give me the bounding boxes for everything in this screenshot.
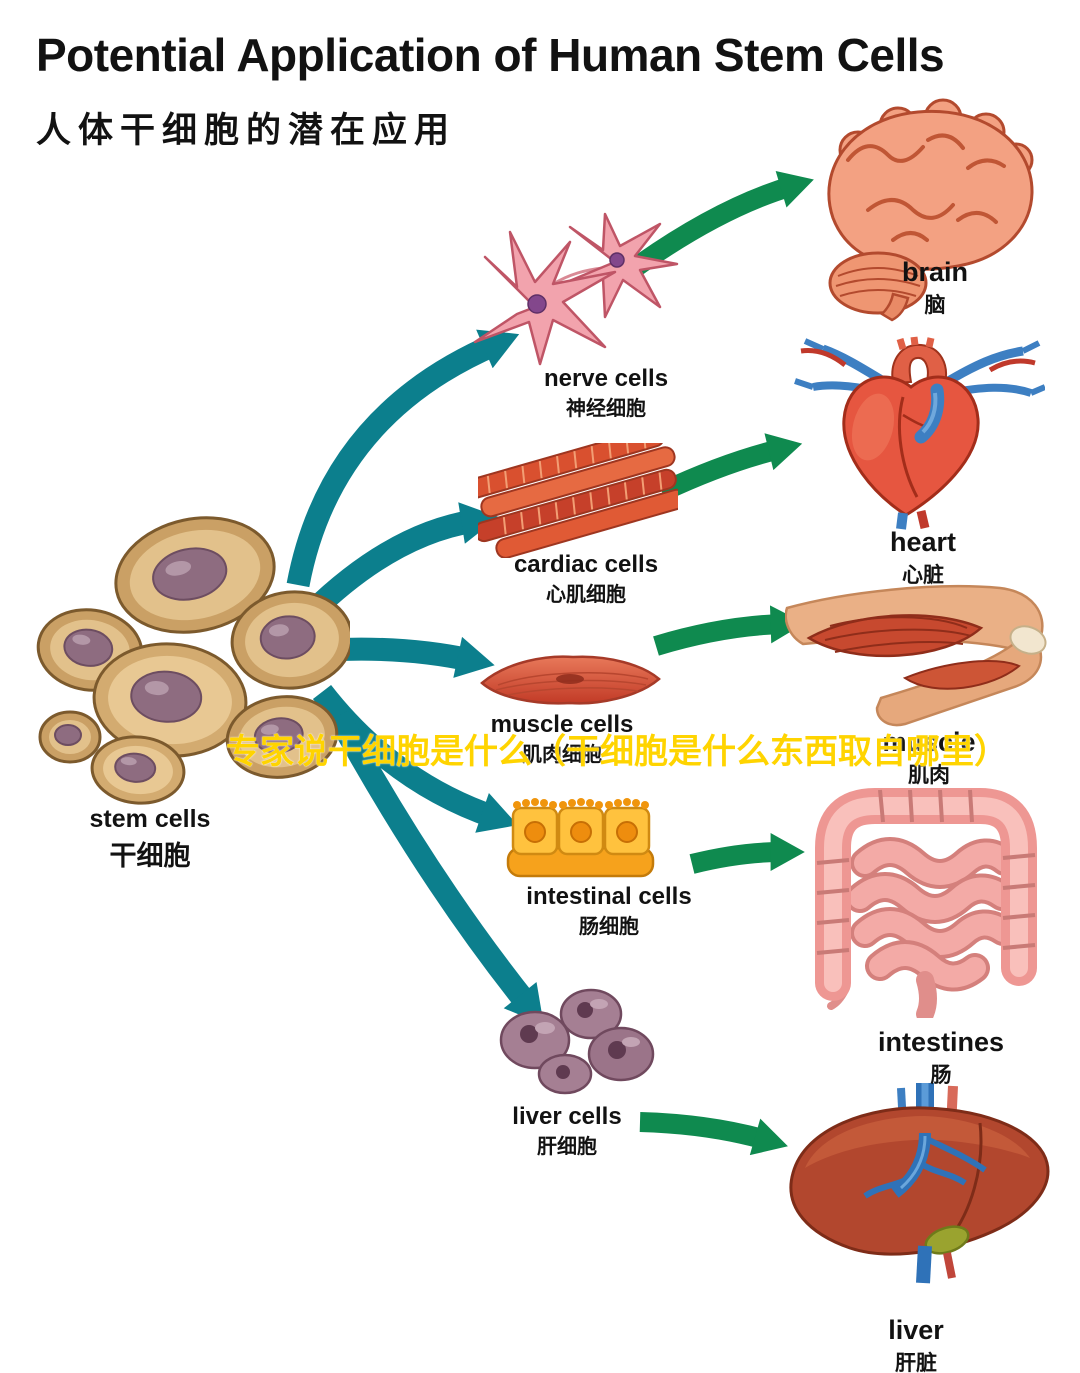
liver-cells-label: liver cells 肝细胞 xyxy=(452,1103,682,1159)
liver-cells-label-en: liver cells xyxy=(512,1103,622,1130)
stem-cells-illustration xyxy=(36,516,350,805)
stem-cells-label-en: stem cells xyxy=(89,805,211,833)
muscle-cells-illustration xyxy=(480,655,661,705)
muscle-illustration xyxy=(785,584,1047,727)
watermark-text: 专家说干细胞是什么（干细胞是什么东西取自哪里） xyxy=(226,733,1008,771)
muscle-label-en: muscle xyxy=(882,727,976,757)
page-subtitle: 人体干细胞的潜在应用 xyxy=(36,111,457,150)
cardiac-cells-label: cardiac cells 心肌细胞 xyxy=(471,551,701,607)
cardiac-cells-label-zh: 心肌细胞 xyxy=(546,584,626,607)
muscle-cells-label-zh: 肌肉细胞 xyxy=(522,744,602,767)
brain-label-zh: 脑 xyxy=(924,293,946,317)
brain-label: brain 脑 xyxy=(835,257,1035,317)
brain-label-en: brain xyxy=(901,257,968,287)
arrow-cardiac-to-heart xyxy=(657,433,803,502)
page-title: Potential Application of Human Stem Cell… xyxy=(36,29,945,81)
nerve-cells-label-zh: 神经细胞 xyxy=(566,398,646,421)
nerve-cells-label: nerve cells 神经细胞 xyxy=(491,365,721,421)
muscle-cells-label-en: muscle cells xyxy=(490,711,634,738)
intestines-illustration xyxy=(815,788,1037,1018)
muscle-cells-label: muscle cells 肌肉细胞 xyxy=(447,711,677,767)
intestinal-cells-label-en: intestinal cells xyxy=(526,883,692,910)
arrow-livercells-to-liver xyxy=(639,1112,788,1156)
arrow-musclecells-to-muscle xyxy=(653,605,805,656)
cardiac-cells-illustration xyxy=(478,443,678,558)
intestines-label-zh: 肠 xyxy=(930,1063,952,1087)
intestinal-cells-label-zh: 肠细胞 xyxy=(579,916,639,939)
arrow-intestinalcells-to-intestines xyxy=(689,833,805,874)
liver-cells-label-zh: 肝细胞 xyxy=(537,1136,597,1159)
arrow-stem-to-nerve-cells xyxy=(286,329,520,588)
heart-label-en: heart xyxy=(889,527,957,557)
liver-label: liver 肝脏 xyxy=(816,1315,1016,1373)
heart-illustration xyxy=(794,336,1045,530)
stem-cells-label: stem cells 干细胞 xyxy=(35,805,265,871)
heart-label-zh: 心脏 xyxy=(902,563,944,587)
nerve-cells-label-en: nerve cells xyxy=(543,365,669,392)
arrow-nerve-to-brain xyxy=(626,171,814,279)
liver-label-zh: 肝脏 xyxy=(895,1351,937,1373)
cardiac-cells-label-en: cardiac cells xyxy=(513,551,659,578)
intestines-label-en: intestines xyxy=(877,1027,1005,1057)
stem-cells-label-zh: 干细胞 xyxy=(109,840,191,871)
nerve-cells-illustration xyxy=(473,212,679,366)
liver-cells-illustration xyxy=(499,988,655,1095)
intestinal-cells-label: intestinal cells 肠细胞 xyxy=(484,883,734,939)
muscle-label-zh: 肌肉 xyxy=(908,763,950,787)
intestines-label: intestines 肠 xyxy=(841,1027,1041,1087)
arrow-stem-to-cardiac-cells xyxy=(303,502,499,621)
brain-illustration xyxy=(827,98,1034,322)
muscle-label: muscle 肌肉 xyxy=(829,727,1029,787)
intestinal-cells-illustration xyxy=(506,798,655,878)
liver-illustration xyxy=(789,1083,1050,1284)
heart-label: heart 心脏 xyxy=(823,527,1023,587)
liver-label-en: liver xyxy=(888,1315,944,1345)
arrow-stem-to-liver-cells xyxy=(327,710,544,1025)
arrow-stem-to-intestinal-cells xyxy=(312,684,518,833)
